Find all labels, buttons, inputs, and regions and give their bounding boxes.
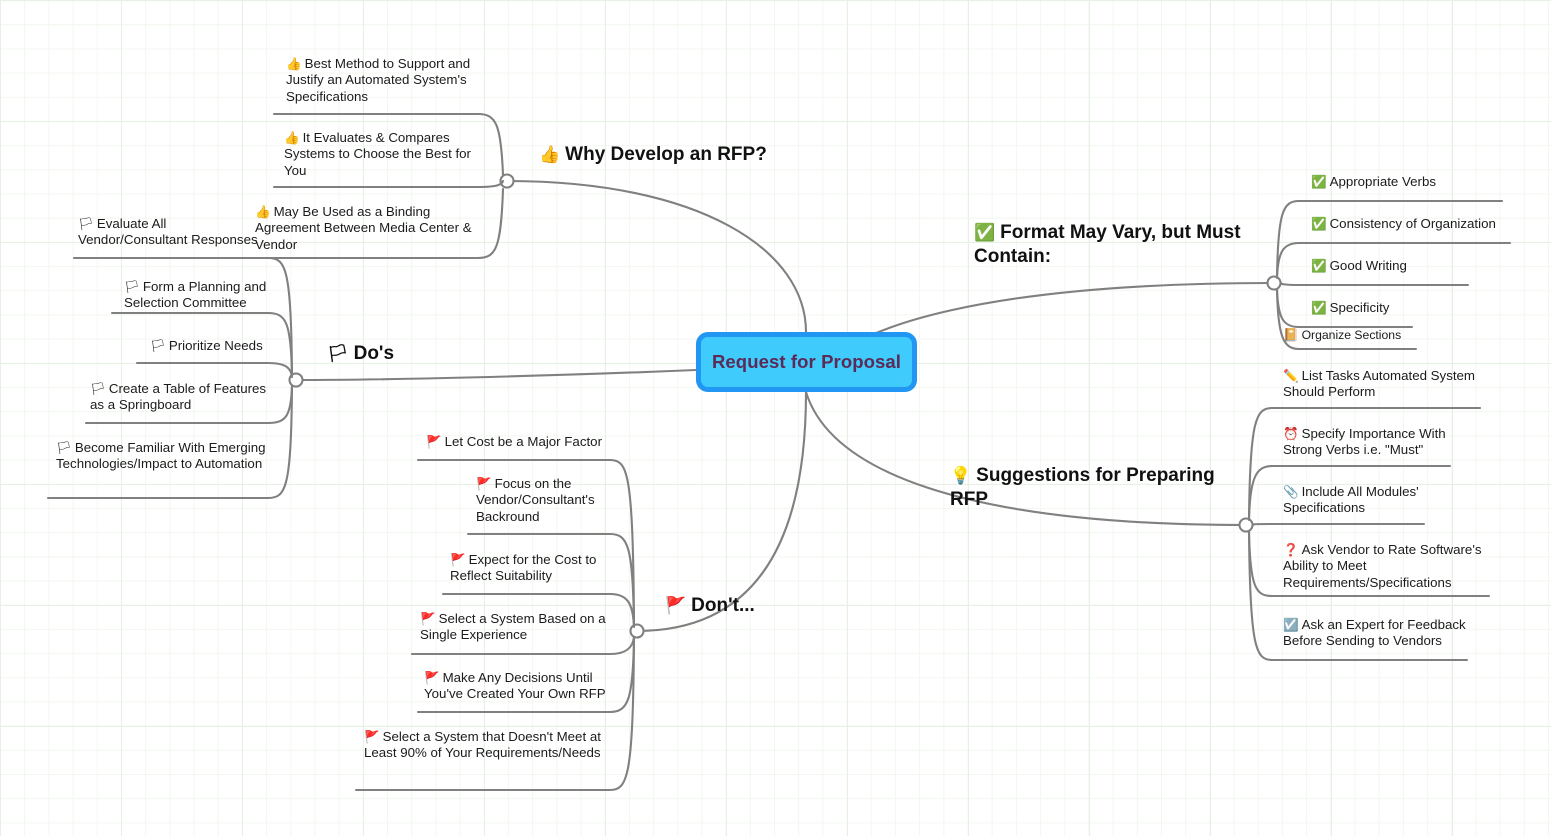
- leaf-text: Focus on the Vendor/Consultant's Backrou…: [476, 476, 595, 524]
- green-check-box-icon: ✅: [1311, 174, 1327, 189]
- leaf-item[interactable]: ✅Good Writing: [1311, 258, 1491, 274]
- notebook-icon: 📔: [1283, 327, 1299, 342]
- leaf-item[interactable]: ✅Consistency of Organization: [1311, 216, 1521, 232]
- leaf-text: Prioritize Needs: [168, 338, 263, 353]
- leaf-item[interactable]: ✅Appropriate Verbs: [1311, 174, 1511, 190]
- alarm-clock-icon: ⏰: [1283, 426, 1299, 441]
- leaf-text: Ask Vendor to Rate Software's Ability to…: [1283, 542, 1482, 590]
- leaf-text: Good Writing: [1329, 258, 1407, 273]
- branch-title-text: Why Develop an RFP?: [565, 144, 767, 165]
- question-mark-icon: ❓: [1283, 542, 1299, 557]
- leaf-item[interactable]: ☑️Ask an Expert for Feedback Before Send…: [1283, 617, 1475, 650]
- leaf-item[interactable]: ❓Ask Vendor to Rate Software's Ability t…: [1283, 542, 1483, 591]
- leaf-text: Ask an Expert for Feedback Before Sendin…: [1283, 617, 1466, 649]
- leaf-item[interactable]: 🚩Select a System that Doesn't Meet at Le…: [364, 729, 616, 762]
- leaf-item[interactable]: 🏳Become Familiar With Emerging Technolog…: [56, 440, 270, 473]
- leaf-item[interactable]: 🚩Focus on the Vendor/Consultant's Backro…: [476, 476, 612, 525]
- red-flag-icon: 🚩: [424, 670, 440, 685]
- leaf-item[interactable]: 📎Include All Modules' Specifications: [1283, 484, 1443, 517]
- pencil-icon: ✏️: [1283, 368, 1299, 383]
- leaf-item[interactable]: 🏳Prioritize Needs: [150, 338, 270, 354]
- leaf-text: It Evaluates & Compares Systems to Choos…: [284, 130, 471, 178]
- green-flag-icon: 🏳: [150, 338, 166, 353]
- root-label: Request for Proposal: [711, 351, 902, 372]
- branch-title-dos[interactable]: 🏳Do's: [327, 342, 467, 366]
- leaf-text: May Be Used as a Binding Agreement Betwe…: [255, 204, 472, 252]
- branch-title-text: Do's: [353, 343, 395, 364]
- root-node[interactable]: Request for Proposal: [696, 332, 917, 392]
- leaf-text: Appropriate Verbs: [1329, 174, 1437, 189]
- green-check-box-icon: ✅: [1311, 258, 1327, 273]
- red-flag-icon: 🚩: [450, 552, 466, 567]
- green-flag-icon: 🏳: [90, 381, 106, 396]
- thumbs-up-icon: 👍: [284, 130, 300, 145]
- leaf-text: Let Cost be a Major Factor: [444, 434, 602, 449]
- leaf-item[interactable]: 📔Organize Sections: [1283, 327, 1443, 343]
- leaf-text: Select a System that Doesn't Meet at Lea…: [364, 729, 601, 761]
- lightbulb-icon: 💡: [950, 466, 972, 486]
- branch-title-suggestions[interactable]: 💡Suggestions for Preparing RFP: [950, 464, 1220, 513]
- green-check-box-icon: ✅: [1311, 216, 1327, 231]
- red-flag-icon: 🚩: [420, 611, 436, 626]
- leaf-item[interactable]: 🚩Make Any Decisions Until You've Created…: [424, 670, 614, 703]
- green-check-box-icon: ✅: [974, 223, 996, 243]
- branch-title-text: Format May Vary, but Must Contain:: [974, 222, 1241, 268]
- green-flag-icon: 🏳: [327, 344, 349, 364]
- branch-title-text: Suggestions for Preparing RFP: [950, 465, 1215, 511]
- leaf-text: Best Method to Support and Justify an Au…: [286, 56, 471, 104]
- leaf-text: Specify Importance With Strong Verbs i.e…: [1283, 426, 1446, 458]
- green-check-box-icon: ✅: [1311, 300, 1327, 315]
- leaf-text: List Tasks Automated System Should Perfo…: [1283, 368, 1476, 400]
- leaf-item[interactable]: 🏳Create a Table of Features as a Springb…: [90, 381, 270, 414]
- red-flag-icon: 🚩: [426, 434, 442, 449]
- leaf-text: Evaluate All Vendor/Consultant Responses: [78, 216, 258, 248]
- thumbs-up-icon: 👍: [539, 145, 561, 165]
- leaf-text: Create a Table of Features as a Springbo…: [90, 381, 267, 413]
- leaf-item[interactable]: ✅Specificity: [1311, 300, 1491, 316]
- branch-title-text: Don't...: [691, 595, 755, 616]
- leaf-item[interactable]: 🏳Evaluate All Vendor/Consultant Response…: [78, 216, 270, 249]
- leaf-text: Make Any Decisions Until You've Created …: [424, 670, 606, 702]
- leaf-text: Select a System Based on a Single Experi…: [420, 611, 606, 643]
- red-flag-icon: 🚩: [364, 729, 380, 744]
- leaf-item[interactable]: 👍It Evaluates & Compares Systems to Choo…: [284, 130, 482, 179]
- leaf-text: Become Familiar With Emerging Technologi…: [56, 440, 266, 472]
- leaf-item[interactable]: 🚩Expect for the Cost to Reflect Suitabil…: [450, 552, 612, 585]
- leaf-text: Consistency of Organization: [1329, 216, 1496, 231]
- leaf-text: Form a Planning and Selection Committee: [124, 279, 267, 311]
- green-flag-icon: 🏳: [124, 279, 140, 294]
- leaf-item[interactable]: 🏳Form a Planning and Selection Committee: [124, 279, 270, 312]
- leaf-item[interactable]: ⏰Specify Importance With Strong Verbs i.…: [1283, 426, 1479, 459]
- leaf-item[interactable]: ✏️List Tasks Automated System Should Per…: [1283, 368, 1483, 401]
- leaf-item[interactable]: 🚩Select a System Based on a Single Exper…: [420, 611, 612, 644]
- leaf-text: Organize Sections: [1301, 328, 1402, 342]
- paperclip-icon: 📎: [1283, 484, 1299, 499]
- leaf-text: Expect for the Cost to Reflect Suitabili…: [450, 552, 597, 584]
- blue-check-box-icon: ☑️: [1283, 617, 1299, 632]
- red-flag-icon: 🚩: [476, 476, 492, 491]
- leaf-text: Include All Modules' Specifications: [1283, 484, 1419, 516]
- branch-title-donts[interactable]: 🚩Don't...: [665, 594, 825, 618]
- branch-title-why-develop[interactable]: 👍Why Develop an RFP?: [539, 143, 839, 167]
- leaf-text: Specificity: [1329, 300, 1390, 315]
- leaf-item[interactable]: 👍May Be Used as a Binding Agreement Betw…: [255, 204, 487, 253]
- leaf-item[interactable]: 🚩Let Cost be a Major Factor: [426, 434, 616, 450]
- leaf-item[interactable]: 👍Best Method to Support and Justify an A…: [286, 56, 482, 105]
- branch-title-format[interactable]: ✅Format May Vary, but Must Contain:: [974, 221, 1254, 270]
- thumbs-up-icon: 👍: [286, 56, 302, 71]
- green-flag-icon: 🏳: [78, 216, 94, 231]
- red-flag-icon: 🚩: [665, 596, 687, 616]
- green-flag-icon: 🏳: [56, 440, 72, 455]
